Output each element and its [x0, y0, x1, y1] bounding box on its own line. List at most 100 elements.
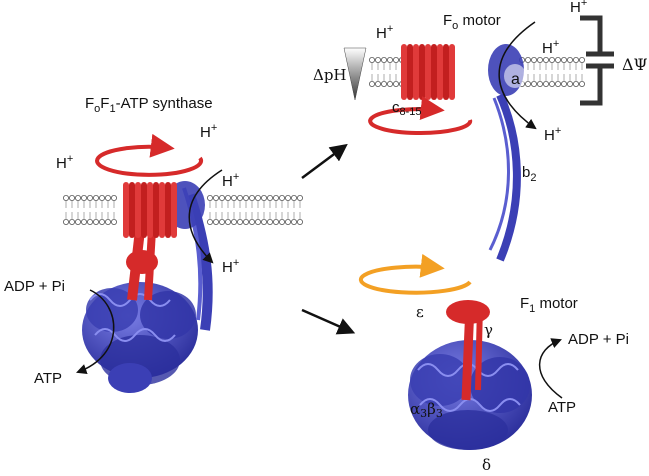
- c-subunit-helix: [425, 44, 431, 100]
- c-subunit-helix: [153, 182, 159, 238]
- subunit-a-label: a: [511, 71, 520, 88]
- lipid-head: [266, 218, 273, 225]
- lipid-head: [555, 81, 562, 88]
- rotation-arrow-left: [95, 133, 204, 177]
- arrow-to-f1: [301, 308, 356, 335]
- lipid-head: [573, 81, 580, 88]
- h-plus-label: H+: [376, 23, 393, 42]
- lipid-head: [525, 81, 532, 88]
- adp-pi-label: ADP + Pi: [568, 331, 629, 348]
- lipid-head: [266, 194, 273, 201]
- c-subunit-helix: [171, 182, 177, 238]
- lipid-head: [290, 218, 297, 225]
- complex-title: FoF1-ATP synthase: [85, 95, 213, 115]
- lipid-head: [284, 194, 291, 201]
- f1-motor: F1 motor ε γ ADP + Pi ATP α3β3 δ: [358, 253, 629, 474]
- lipid-head: [374, 81, 381, 88]
- lipid-head: [81, 194, 88, 201]
- rotation-arrow-f1: [358, 253, 472, 295]
- h-plus-label: H+: [200, 122, 217, 141]
- lipid-head: [368, 81, 375, 88]
- delta-psi-label: ΔΨ: [622, 55, 648, 74]
- lipid-head: [555, 57, 562, 64]
- lipid-head: [230, 194, 237, 201]
- lipid-head: [236, 194, 243, 201]
- lipid-head: [206, 218, 213, 225]
- lipid-head: [111, 194, 118, 201]
- c-ring-left: [123, 182, 177, 238]
- lipid-head: [93, 218, 100, 225]
- lipid-head: [573, 57, 580, 64]
- c-subunit-helix: [443, 44, 449, 100]
- lipid-head: [386, 57, 393, 64]
- f1-head-left: [82, 282, 198, 393]
- membrane-left: [63, 194, 303, 225]
- h-plus-label: H+: [570, 0, 587, 16]
- f1-motor-title: F1 motor: [520, 295, 578, 315]
- b2-stalk: [496, 93, 521, 262]
- lipid-head: [549, 57, 556, 64]
- h-plus-label: H+: [222, 171, 239, 190]
- lipid-head: [93, 194, 100, 201]
- lipid-head: [561, 81, 568, 88]
- c-subunit-helix: [419, 44, 425, 100]
- lipid-head: [218, 218, 225, 225]
- alpha3-beta3-label: α3β3: [410, 400, 443, 420]
- adp-pi-label: ADP + Pi: [4, 278, 65, 295]
- lipid-head: [543, 57, 550, 64]
- lipid-head: [531, 81, 538, 88]
- fo-motor: Fo motor H+ H+ H+ H+ ΔpH ΔΨ a c8-15 b2: [313, 0, 648, 262]
- lipid-head: [242, 194, 249, 201]
- lipid-head: [567, 81, 574, 88]
- c-subunit-helix: [431, 44, 437, 100]
- delta-label: δ: [482, 456, 491, 474]
- lipid-head: [260, 218, 267, 225]
- gamma-label: γ: [484, 321, 493, 339]
- lipid-head: [272, 218, 279, 225]
- full-complex: FoF1-ATP synthase H+ H+ H+ H+ ADP + Pi A…: [4, 95, 303, 393]
- lipid-head: [212, 218, 219, 225]
- c-subunit-helix: [123, 182, 129, 238]
- lipid-head: [296, 218, 303, 225]
- lipid-head: [254, 218, 261, 225]
- lipid-head: [69, 194, 76, 201]
- atp-label: ATP: [548, 399, 576, 416]
- lipid-head: [242, 218, 249, 225]
- lipid-head: [230, 218, 237, 225]
- lipid-head: [87, 194, 94, 201]
- lipid-head: [254, 194, 261, 201]
- lipid-head: [392, 81, 399, 88]
- fo-motor-title: Fo motor: [443, 12, 501, 32]
- lipid-head: [543, 81, 550, 88]
- lipid-head: [537, 57, 544, 64]
- lipid-head: [75, 218, 82, 225]
- lipid-head: [290, 194, 297, 201]
- h-plus-label: H+: [544, 125, 561, 144]
- lipid-head: [99, 218, 106, 225]
- lipid-head: [87, 218, 94, 225]
- ph-gradient-triangle: [343, 47, 367, 101]
- delta-ph-label: ΔpH: [313, 66, 347, 84]
- subunit-c-label: c8-15: [392, 99, 422, 118]
- lipid-head: [278, 194, 285, 201]
- lipid-head: [99, 194, 106, 201]
- lipid-head: [111, 218, 118, 225]
- lipid-head: [537, 81, 544, 88]
- arrow-to-fo: [301, 143, 348, 180]
- lipid-head: [296, 194, 303, 201]
- lipid-head: [63, 194, 70, 201]
- lipid-head: [236, 218, 243, 225]
- lipid-head: [579, 81, 586, 88]
- c-subunit-helix: [135, 182, 141, 238]
- atp-label: ATP: [34, 370, 62, 387]
- lipid-head: [531, 57, 538, 64]
- lipid-head: [549, 81, 556, 88]
- c-subunit-helix: [141, 182, 147, 238]
- lipid-head: [206, 194, 213, 201]
- c-subunit-helix: [159, 182, 165, 238]
- c-subunit-helix: [129, 182, 135, 238]
- lipid-head: [81, 218, 88, 225]
- h-plus-label: H+: [542, 38, 559, 57]
- lipid-head: [218, 194, 225, 201]
- lipid-head: [224, 218, 231, 225]
